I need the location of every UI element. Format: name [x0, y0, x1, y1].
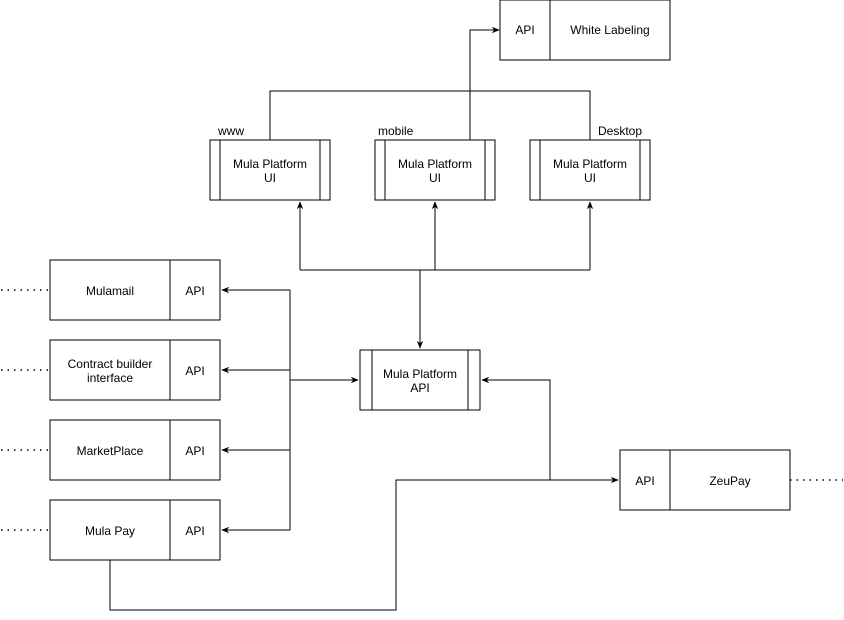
channel-label-mobile: mobile — [378, 124, 414, 138]
white-labeling-label: White Labeling — [570, 23, 649, 37]
service-contract-api-label: API — [185, 364, 204, 378]
service-contract-label-line1: Contract builder — [68, 357, 153, 371]
ui-node-mobile-title: Mula Platform — [398, 157, 472, 171]
core-api-subtitle: API — [410, 381, 429, 395]
zeupay-node[interactable]: API ZeuPay — [619, 449, 791, 511]
white-labeling-api-label: API — [515, 23, 534, 37]
core-api-title: Mula Platform — [383, 367, 457, 381]
service-marketplace-api-label: API — [185, 444, 204, 458]
channel-label-www: www — [217, 124, 244, 138]
ui-node-www-subtitle: UI — [264, 171, 276, 185]
service-mulamail-api-label: API — [185, 284, 204, 298]
ui-node-www[interactable]: Mula Platform UI — [209, 139, 331, 201]
channel-label-desktop: Desktop — [598, 124, 642, 138]
ui-node-desktop[interactable]: Mula Platform UI — [529, 139, 651, 201]
ui-node-www-title: Mula Platform — [233, 157, 307, 171]
service-node-mulamail[interactable]: Mulamail API — [49, 259, 221, 321]
ui-node-desktop-subtitle: UI — [584, 171, 596, 185]
service-node-contract-builder[interactable]: Contract builder interface API — [49, 339, 221, 401]
service-marketplace-label: MarketPlace — [77, 444, 144, 458]
zeupay-api-label: API — [635, 474, 654, 488]
core-api-node[interactable]: Mula Platform API — [359, 349, 481, 411]
ui-node-mobile[interactable]: Mula Platform UI — [374, 139, 496, 201]
connector-ui-to-white-labeling — [269, 30, 591, 140]
service-contract-label-line2: interface — [87, 371, 133, 385]
connector-mulapay-to-zeupay — [109, 476, 619, 611]
connector-zeupay-to-core-api — [481, 376, 551, 480]
service-mulapay-label: Mula Pay — [85, 524, 135, 538]
service-node-mula-pay[interactable]: Mula Pay API — [49, 499, 221, 561]
ui-node-desktop-title: Mula Platform — [553, 157, 627, 171]
zeupay-label: ZeuPay — [709, 474, 750, 488]
service-mulamail-label: Mulamail — [86, 284, 134, 298]
service-mulapay-api-label: API — [185, 524, 204, 538]
ui-node-mobile-subtitle: UI — [429, 171, 441, 185]
service-node-marketplace[interactable]: MarketPlace API — [49, 419, 221, 481]
white-labeling-node[interactable]: API White Labeling — [499, 0, 671, 61]
